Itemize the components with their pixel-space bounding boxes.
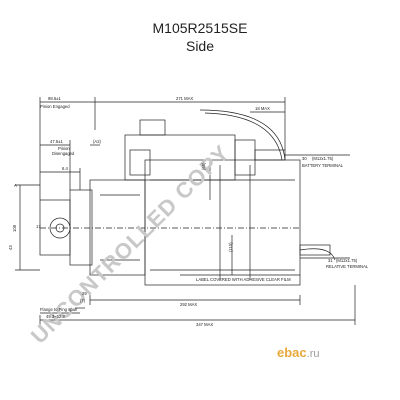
dim-a2: (A2) bbox=[93, 139, 102, 144]
brand-tld: .ru bbox=[306, 348, 320, 360]
view-subtitle: Side bbox=[185, 38, 215, 54]
brand-logo: ebac.ru bbox=[277, 345, 319, 360]
brand-name: ebac bbox=[277, 345, 307, 360]
lbl-pinion-engaged: Pinion Engaged bbox=[40, 104, 70, 109]
thread-relative: (M12x1.75) bbox=[336, 258, 358, 263]
val-flange: 49.3~52.3 bbox=[46, 314, 65, 319]
thread-battery: (M12x1.75) bbox=[312, 156, 334, 161]
lbl-relative-terminal: RELATIVE TERMINAL bbox=[326, 264, 369, 269]
motor-housing bbox=[144, 159, 301, 286]
relative-terminal bbox=[299, 244, 331, 256]
part-number-title: M105R2515SE bbox=[152, 20, 248, 36]
dim-18: 18 MAX bbox=[255, 106, 270, 111]
dim-pinion-engaged: 98.5±1 bbox=[48, 96, 61, 101]
dim-271: 271 MAX bbox=[176, 96, 193, 101]
dim-347: 347 MAX bbox=[196, 322, 213, 327]
lbl-pinion-1: Pinion bbox=[58, 146, 70, 151]
lbl-flange: Flange to Ping span bbox=[40, 307, 78, 312]
dim-pinion-disengaged: 47.5±1 bbox=[50, 139, 63, 144]
dim-dia-108: 108 bbox=[12, 224, 17, 232]
solenoid-cap bbox=[234, 139, 256, 176]
dim-43: 43 bbox=[8, 245, 13, 250]
dim-6-4: 6.4 bbox=[62, 166, 68, 171]
dim-29: 29 bbox=[82, 291, 87, 296]
dim-17: 17 bbox=[36, 224, 41, 229]
dim-65: (65) bbox=[201, 162, 206, 170]
cable-upper bbox=[199, 109, 286, 161]
pinion-nose bbox=[39, 199, 71, 256]
flange bbox=[69, 189, 93, 266]
lbl-label-note: LABEL COVERED WITH ADHESIVE CLEAR FILM bbox=[196, 277, 291, 282]
lbl-pinion-2: Disengaged bbox=[52, 151, 75, 156]
dim-relative: 31 bbox=[328, 258, 333, 263]
lbl-battery-terminal: BATTERY TERMINAL bbox=[302, 163, 344, 168]
battery-terminal bbox=[254, 149, 286, 161]
dim-battery: 30 bbox=[302, 156, 307, 161]
dim-292: 292 MAX bbox=[180, 302, 197, 307]
dim-7: (7) bbox=[80, 298, 86, 303]
dim-110: (110) bbox=[228, 242, 233, 252]
marker-a: A bbox=[14, 183, 17, 188]
